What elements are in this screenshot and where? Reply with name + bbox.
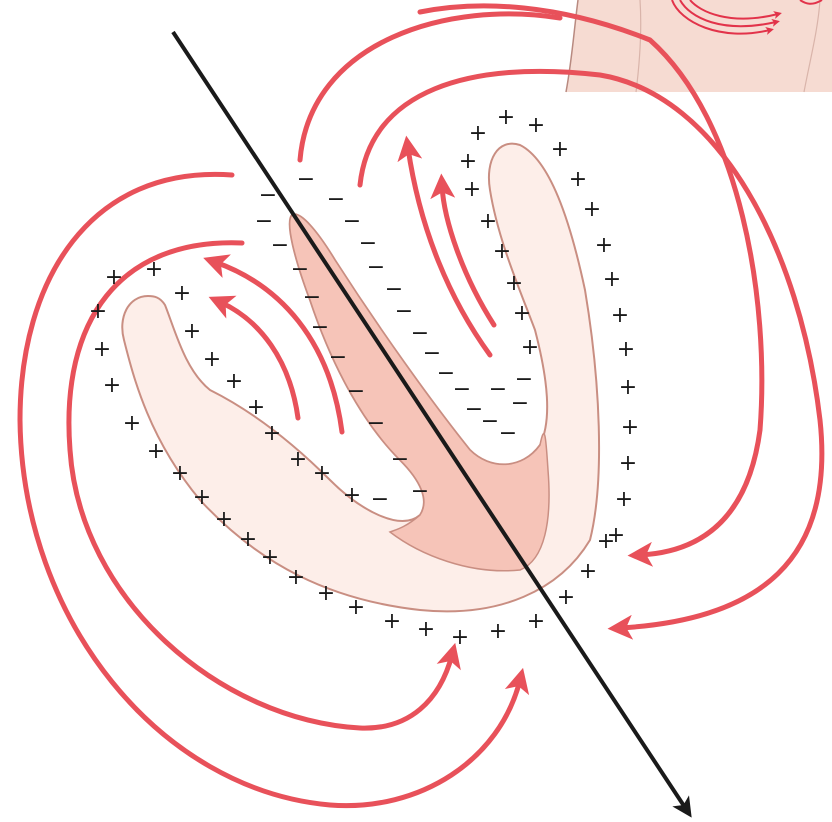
plus-sign: +	[459, 149, 477, 174]
plus-sign: +	[215, 507, 233, 532]
plus-sign: +	[147, 439, 165, 464]
plus-sign: +	[463, 177, 481, 202]
plus-sign: +	[247, 395, 265, 420]
minus-sign: −	[371, 487, 389, 512]
plus-sign: +	[489, 619, 507, 644]
plus-sign: +	[347, 595, 365, 620]
plus-sign: +	[619, 451, 637, 476]
plus-sign: +	[225, 369, 243, 394]
torso-heart-icon	[556, 0, 832, 98]
plus-sign: +	[103, 373, 121, 398]
plus-sign: +	[89, 299, 107, 324]
plus-sign: +	[615, 487, 633, 512]
minus-sign: −	[511, 391, 529, 416]
plus-sign: +	[173, 281, 191, 306]
minus-sign: −	[499, 421, 517, 446]
minus-sign: −	[271, 233, 289, 258]
minus-sign: −	[367, 255, 385, 280]
plus-sign: +	[527, 113, 545, 138]
plus-sign: +	[597, 529, 615, 554]
plus-sign: +	[313, 461, 331, 486]
plus-sign: +	[521, 335, 539, 360]
minus-sign: −	[411, 479, 429, 504]
minus-sign: −	[297, 167, 315, 192]
plus-sign: +	[239, 527, 257, 552]
plus-sign: +	[469, 121, 487, 146]
minus-sign: −	[347, 379, 365, 404]
minus-sign: −	[359, 231, 377, 256]
plus-sign: +	[479, 209, 497, 234]
plus-sign: +	[617, 337, 635, 362]
plus-sign: +	[497, 105, 515, 130]
minus-sign: −	[489, 377, 507, 402]
plus-sign: +	[383, 609, 401, 634]
plus-sign: +	[343, 483, 361, 508]
field-line-outer-top	[300, 14, 560, 160]
plus-sign: +	[183, 319, 201, 344]
plus-sign: +	[621, 415, 639, 440]
minus-sign: −	[367, 411, 385, 436]
plus-sign: +	[493, 239, 511, 264]
minus-sign: −	[255, 209, 273, 234]
plus-sign: +	[557, 585, 575, 610]
plus-sign: +	[603, 267, 621, 292]
plus-sign: +	[595, 233, 613, 258]
plus-sign: +	[171, 461, 189, 486]
plus-sign: +	[287, 565, 305, 590]
plus-sign: +	[417, 617, 435, 642]
minus-sign: −	[515, 367, 533, 392]
plus-sign: +	[93, 337, 111, 362]
plus-sign: +	[105, 265, 123, 290]
plus-sign: +	[261, 545, 279, 570]
plus-sign: +	[289, 447, 307, 472]
minus-sign: −	[291, 257, 309, 282]
plus-sign: +	[263, 421, 281, 446]
plus-sign: +	[203, 347, 221, 372]
plus-sign: +	[611, 303, 629, 328]
plus-sign: +	[505, 271, 523, 296]
plus-sign: +	[451, 625, 469, 650]
plus-sign: +	[619, 375, 637, 400]
plus-sign: +	[583, 197, 601, 222]
plus-sign: +	[193, 485, 211, 510]
minus-sign: −	[329, 345, 347, 370]
plus-sign: +	[579, 559, 597, 584]
plus-sign: +	[123, 411, 141, 436]
plus-sign: +	[527, 609, 545, 634]
plus-sign: +	[569, 167, 587, 192]
minus-sign: −	[391, 447, 409, 472]
plus-sign: +	[145, 257, 163, 282]
plus-sign: +	[317, 581, 335, 606]
minus-sign: −	[481, 409, 499, 434]
plus-sign: +	[513, 301, 531, 326]
plus-sign: +	[551, 137, 569, 162]
minus-sign: −	[303, 285, 321, 310]
minus-sign: −	[311, 315, 329, 340]
